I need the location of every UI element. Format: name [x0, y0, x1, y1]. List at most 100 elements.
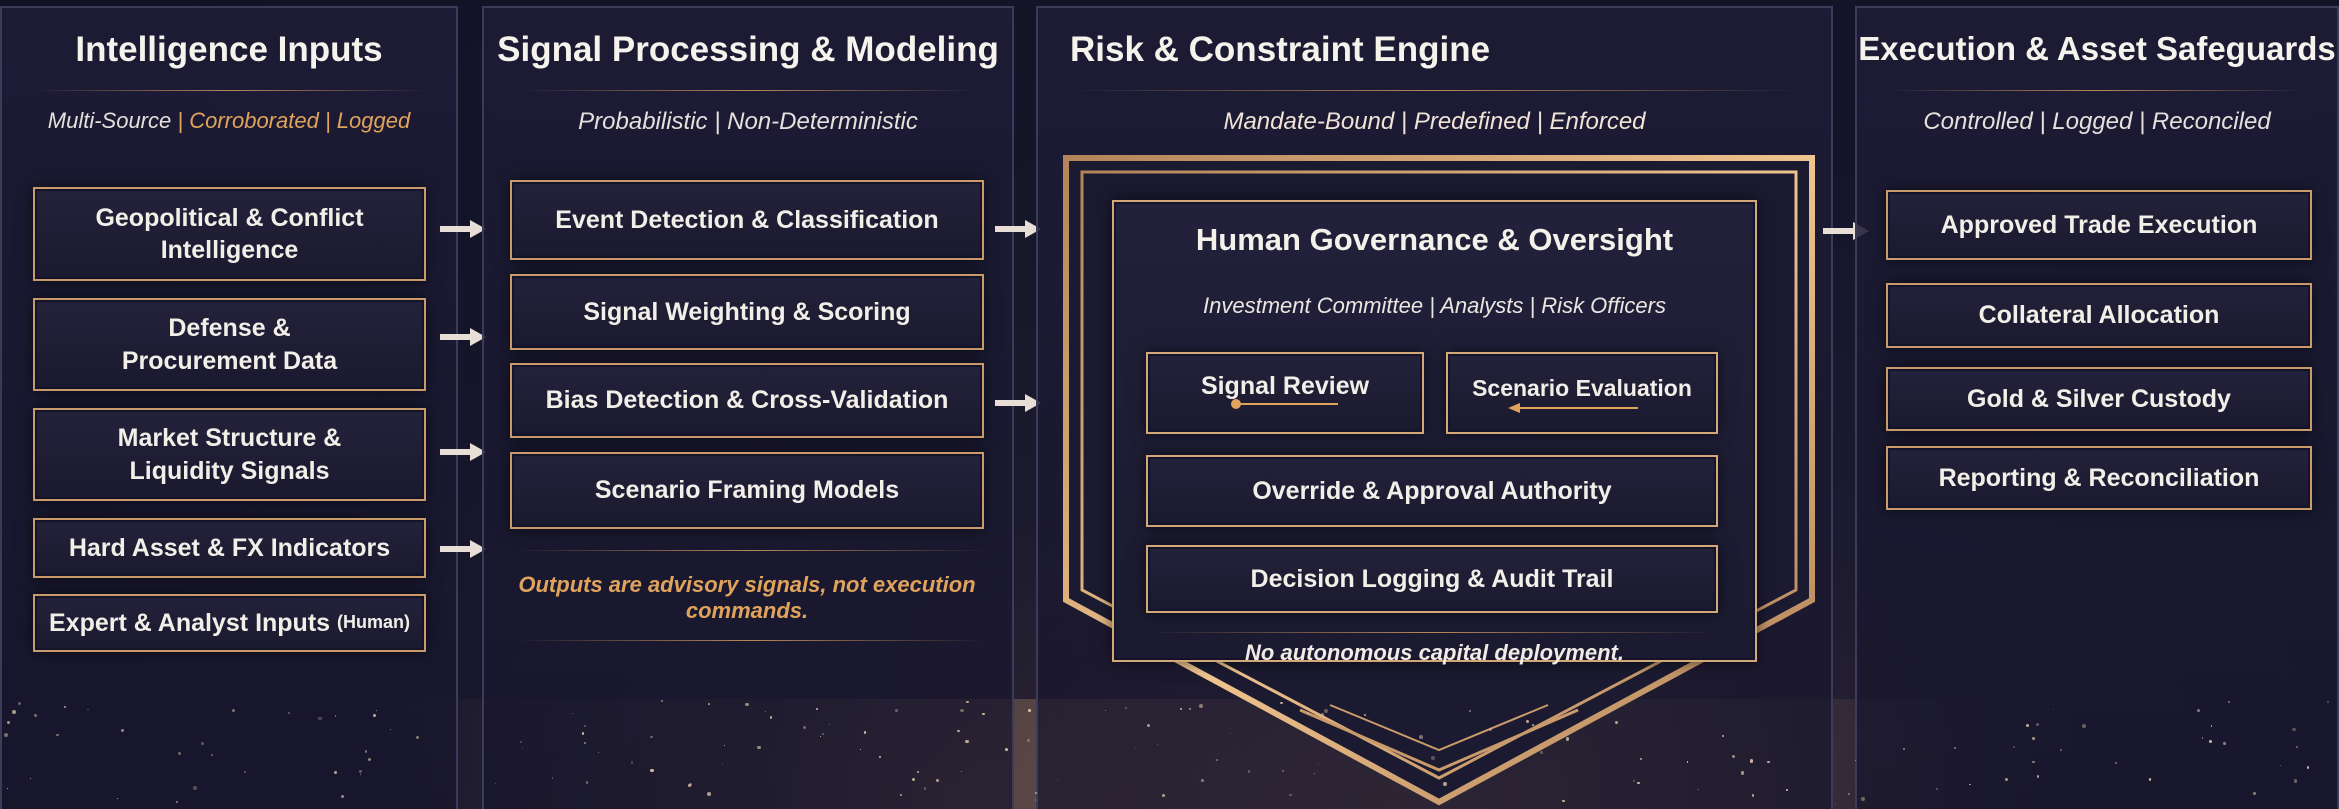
- sparkle-dot: [1005, 747, 1009, 751]
- sparkle-dot: [900, 794, 902, 797]
- sparkle-dot: [936, 778, 939, 782]
- sparkle-dot: [231, 709, 235, 713]
- sparkle-dot: [878, 756, 882, 759]
- execution-approved-trade: Approved Trade Execution: [1886, 190, 2312, 260]
- sparkle-dot: [551, 777, 554, 780]
- scenario-evaluation-box: Scenario Evaluation: [1446, 352, 1718, 434]
- box-label: Override & Approval Authority: [1252, 476, 1612, 505]
- arrow-right-icon: [995, 394, 1041, 412]
- sparkle-dot: [1247, 770, 1251, 773]
- sparkle-dot: [2060, 748, 2062, 751]
- sparkle-dot: [1489, 727, 1493, 731]
- sparkle-dot: [390, 728, 392, 731]
- sparkle-dot: [2306, 766, 2310, 769]
- sparkle-dot: [1749, 759, 1754, 763]
- box-label: Market Structure & Liquidity Signals: [117, 424, 342, 485]
- column-subtitle: Controlled | Logged | Reconciled: [1923, 108, 2271, 135]
- execution-collateral: Collateral Allocation: [1886, 283, 2312, 348]
- sparkle-dot: [1686, 761, 1689, 763]
- signal-review-box: Signal Review: [1146, 352, 1424, 434]
- sparkle-dot: [521, 746, 524, 749]
- box-label: Reporting & Reconciliation: [1938, 463, 2260, 492]
- sparkle-dot: [335, 715, 337, 717]
- input-defense: Defense & Procurement Data: [33, 298, 426, 391]
- sparkle-dot: [1162, 794, 1166, 798]
- sparkle-dot: [583, 741, 587, 745]
- sparkle-dot: [29, 777, 32, 780]
- sparkle-dot: [6, 787, 9, 790]
- sparkle-dot: [376, 709, 378, 712]
- sparkle-dot: [2208, 739, 2213, 744]
- sparkle-dot: [965, 739, 969, 744]
- sparkle-dot: [2326, 701, 2329, 704]
- sparkle-dot: [2036, 722, 2040, 726]
- sparkle-dot: [1953, 746, 1956, 750]
- sparkle-dot: [721, 764, 723, 766]
- sparkle-dot: [359, 770, 363, 774]
- sparkle-dot: [2081, 723, 2086, 728]
- divider: [516, 640, 986, 641]
- divider: [1887, 90, 2307, 91]
- sparkle-dot: [116, 797, 119, 800]
- sparkle-dot: [1442, 782, 1447, 786]
- execution-gold-silver: Gold & Silver Custody: [1886, 367, 2312, 431]
- sparkle-dot: [2004, 777, 2009, 782]
- sparkle-dot: [769, 715, 773, 719]
- sparkle-dot: [1280, 701, 1283, 705]
- sparkle-dot: [373, 713, 377, 718]
- sparkle-dot: [17, 701, 21, 705]
- sparkle-dot: [2228, 700, 2231, 703]
- box-label: Event Detection & Classification: [555, 205, 939, 234]
- divider: [519, 90, 979, 91]
- column-title: Intelligence Inputs: [75, 30, 383, 69]
- sparkle-dot: [1216, 759, 1218, 761]
- sparkle-dot: [175, 801, 179, 804]
- sparkle-dot: [957, 729, 960, 733]
- sparkle-dot: [2197, 709, 2201, 712]
- subtitle-part: Logged: [336, 108, 411, 133]
- sparkle-dot: [359, 773, 361, 775]
- sparkle-dot: [661, 700, 664, 703]
- processing-signal-weighting: Signal Weighting & Scoring: [510, 274, 984, 350]
- sparkle-dot: [1104, 709, 1107, 712]
- sparkle-dot: [1035, 799, 1037, 801]
- sparkle-dot: [193, 785, 198, 790]
- sparkle-dot: [1306, 712, 1310, 715]
- subtitle-part: Multi-Source: [47, 108, 172, 133]
- governance-subtitle: Investment Committee | Analysts | Risk O…: [1203, 293, 1666, 318]
- sparkle-dot: [2031, 736, 2036, 741]
- sparkle-dot: [2291, 727, 2296, 732]
- box-label: Expert & Analyst Inputs: [48, 608, 331, 637]
- sparkle-dot: [1903, 747, 1906, 750]
- decision-logging-box: Decision Logging & Audit Trail: [1146, 545, 1718, 613]
- sparkle-dot: [764, 710, 766, 712]
- sparkle-dot: [2293, 779, 2298, 783]
- sparkle-dot: [1539, 751, 1543, 754]
- column-subtitle: Multi-Source | Corroborated | Logged: [2, 108, 456, 134]
- sparkle-dot: [288, 712, 290, 715]
- sparkle-dot: [581, 732, 584, 735]
- sparkle-dot: [2222, 741, 2227, 746]
- sparkle-dot: [1289, 793, 1292, 796]
- governance-title: Human Governance & Oversight: [1195, 222, 1674, 257]
- sparkle-dot: [1027, 709, 1031, 713]
- divider: [1068, 90, 1803, 91]
- sparkle-dot: [1740, 771, 1745, 775]
- governance-note: No autonomous capital deployment.: [1245, 640, 1624, 665]
- processing-scenario-framing: Scenario Framing Models: [510, 452, 984, 529]
- sparkle-dot: [1125, 706, 1127, 709]
- sparkle-dot: [1313, 773, 1315, 775]
- sparkle-dot: [1156, 743, 1158, 745]
- processing-note: Outputs are advisory signals, not execut…: [518, 572, 976, 623]
- sparkle-dot: [1198, 703, 1203, 708]
- sparkle-dot: [650, 769, 654, 773]
- column-title: Risk & Constraint Engine: [1070, 30, 1491, 69]
- sparkle-dot: [1637, 781, 1640, 785]
- human-tag: (Human): [337, 612, 411, 633]
- sparkle-dot: [650, 735, 653, 739]
- sparkle-dot: [1056, 778, 1058, 781]
- sparkle-dot: [1201, 779, 1204, 783]
- sparkle-dot: [1135, 747, 1137, 749]
- sparkle-dot: [364, 750, 368, 753]
- sparkle-dot: [1317, 763, 1320, 766]
